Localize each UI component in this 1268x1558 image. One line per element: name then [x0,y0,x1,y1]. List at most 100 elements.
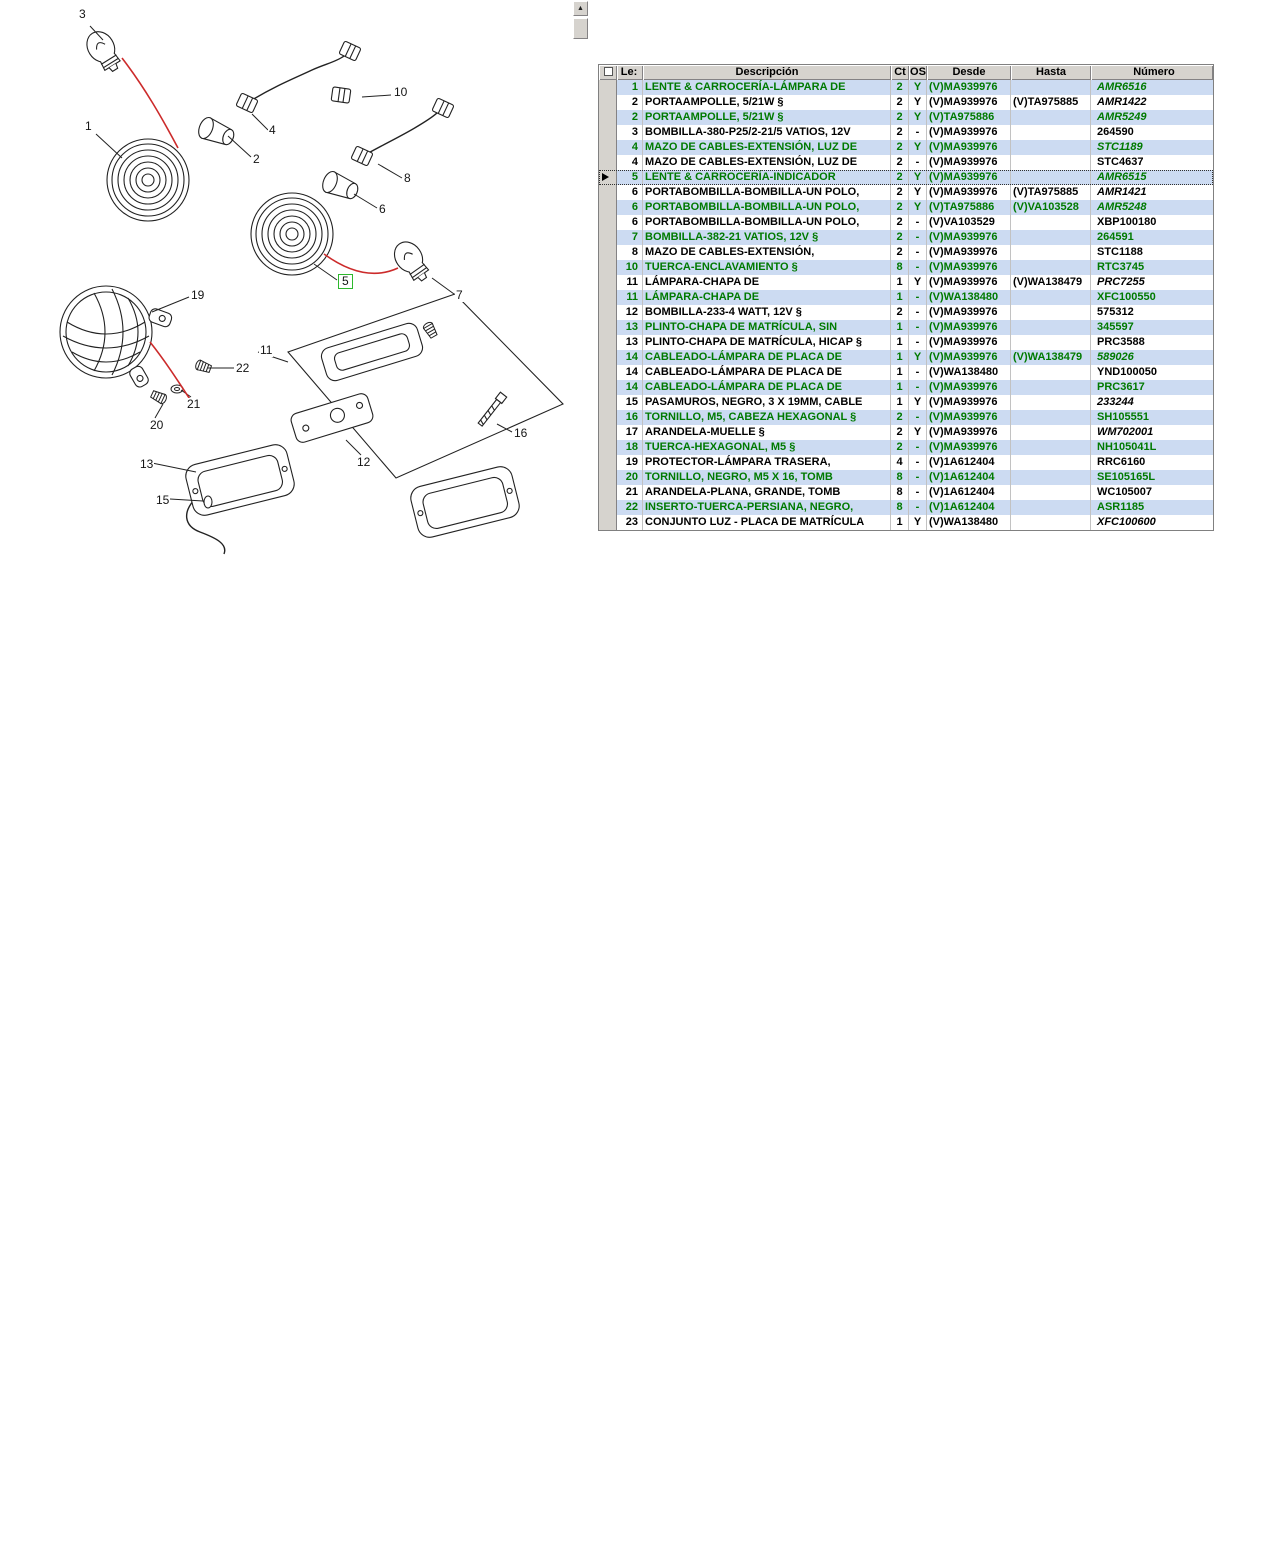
table-row[interactable]: 12 BOMBILLA-233-4 WATT, 12V § 2 - (V)MA9… [599,305,1213,320]
cell-to [1011,260,1091,275]
row-selector[interactable] [599,260,617,275]
table-row[interactable]: 21 ARANDELA-PLANA, GRANDE, TOMB 8 - (V)1… [599,485,1213,500]
row-selector[interactable] [599,155,617,170]
callout-16[interactable]: 16 [513,426,529,440]
header-number[interactable]: Número [1091,65,1213,80]
table-row[interactable]: 23 CONJUNTO LUZ - PLACA DE MATRÍCULA 1 Y… [599,515,1213,530]
cell-description: PLINTO-CHAPA DE MATRÍCULA, HICAP § [643,335,891,350]
cell-from: (V)MA939976 [927,305,1011,320]
select-all-cell[interactable] [599,65,617,80]
row-selector[interactable] [599,455,617,470]
row-selector[interactable] [599,230,617,245]
table-row[interactable]: 17 ARANDELA-MUELLE § 2 Y (V)MA939976 WM7… [599,425,1213,440]
cell-qty: 4 [891,455,909,470]
table-row[interactable]: 7 BOMBILLA-382-21 VATIOS, 12V § 2 - (V)M… [599,230,1213,245]
row-selector[interactable] [599,200,617,215]
table-row[interactable]: 14 CABLEADO-LÁMPARA DE PLACA DE 1 - (V)W… [599,365,1213,380]
header-from[interactable]: Desde [927,65,1011,80]
table-row[interactable]: 4 MAZO DE CABLES-EXTENSIÓN, LUZ DE 2 Y (… [599,140,1213,155]
row-selector[interactable] [599,185,617,200]
row-selector[interactable] [599,245,617,260]
row-selector[interactable] [599,170,617,185]
table-row[interactable]: 6 PORTABOMBILLA-BOMBILLA-UN POLO, 2 Y (V… [599,200,1213,215]
callout-3[interactable]: 3 [78,7,87,21]
callout-6[interactable]: 6 [378,202,387,216]
row-selector[interactable] [599,380,617,395]
callout-1[interactable]: 1 [84,119,93,133]
row-selector[interactable] [599,365,617,380]
callout-12[interactable]: 12 [356,455,372,469]
row-selector[interactable] [599,425,617,440]
row-selector[interactable] [599,80,617,95]
callout-21[interactable]: 21 [186,397,202,411]
table-row[interactable]: 2 PORTAAMPOLLE, 5/21W § 2 Y (V)TA975886 … [599,110,1213,125]
table-row[interactable]: 13 PLINTO-CHAPA DE MATRÍCULA, SIN 1 - (V… [599,320,1213,335]
table-row[interactable]: 6 PORTABOMBILLA-BOMBILLA-UN POLO, 2 Y (V… [599,185,1213,200]
table-row[interactable]: 4 MAZO DE CABLES-EXTENSIÓN, LUZ DE 2 - (… [599,155,1213,170]
row-selector[interactable] [599,290,617,305]
row-selector[interactable] [599,515,617,530]
row-selector[interactable] [599,485,617,500]
row-selector[interactable] [599,95,617,110]
scroll-up-button[interactable]: ▲ [573,1,588,16]
table-row[interactable]: 3 BOMBILLA-380-P25/2-21/5 VATIOS, 12V 2 … [599,125,1213,140]
callout-7[interactable]: 7 [455,288,464,302]
row-selector[interactable] [599,140,617,155]
row-selector[interactable] [599,215,617,230]
cell-legend: 8 [617,245,643,260]
table-row[interactable]: 14 CABLEADO-LÁMPARA DE PLACA DE 1 - (V)M… [599,380,1213,395]
row-selector[interactable] [599,395,617,410]
row-selector[interactable] [599,500,617,515]
row-selector[interactable] [599,470,617,485]
table-row[interactable]: 6 PORTABOMBILLA-BOMBILLA-UN POLO, 2 - (V… [599,215,1213,230]
table-row[interactable]: 10 TUERCA-ENCLAVAMIENTO § 8 - (V)MA93997… [599,260,1213,275]
callout-4[interactable]: 4 [268,123,277,137]
callout-22[interactable]: 22 [235,361,251,375]
select-all-checkbox[interactable] [603,67,613,76]
scrollbar-thumb[interactable] [573,18,588,39]
row-selector[interactable] [599,440,617,455]
row-selector[interactable] [599,305,617,320]
table-row[interactable]: 15 PASAMUROS, NEGRO, 3 X 19MM, CABLE 1 Y… [599,395,1213,410]
callout-2[interactable]: 2 [252,152,261,166]
table-row[interactable]: 1 LENTE & CARROCERÍA-LÁMPARA DE 2 Y (V)M… [599,80,1213,95]
table-row[interactable]: 16 TORNILLO, M5, CABEZA HEXAGONAL § 2 - … [599,410,1213,425]
row-selector[interactable] [599,110,617,125]
callout-8[interactable]: 8 [403,171,412,185]
table-row[interactable]: 5 LENTE & CARROCERÍA-INDICADOR 2 Y (V)MA… [599,170,1213,185]
table-row[interactable]: 13 PLINTO-CHAPA DE MATRÍCULA, HICAP § 1 … [599,335,1213,350]
callout-5[interactable]: 5 [338,274,353,289]
row-selector[interactable] [599,125,617,140]
callout-20[interactable]: 20 [149,418,165,432]
callout-11[interactable]: 11 [259,343,274,357]
callout-13[interactable]: 13 [139,457,155,471]
cell-to [1011,365,1091,380]
table-row[interactable]: 11 LÁMPARA-CHAPA DE 1 - (V)WA138480 XFC1… [599,290,1213,305]
row-selector[interactable] [599,320,617,335]
table-row[interactable]: 20 TORNILLO, NEGRO, M5 X 16, TOMB 8 - (V… [599,470,1213,485]
table-row[interactable]: 14 CABLEADO-LÁMPARA DE PLACA DE 1 Y (V)M… [599,350,1213,365]
vertical-scrollbar[interactable]: ▲ [573,1,588,531]
table-row[interactable]: 18 TUERCA-HEXAGONAL, M5 § 2 - (V)MA93997… [599,440,1213,455]
table-row[interactable]: 11 LÁMPARA-CHAPA DE 1 Y (V)MA939976 (V)W… [599,275,1213,290]
cell-number: RTC3745 [1097,261,1145,273]
header-flag[interactable]: OS [909,65,927,80]
table-row[interactable]: 8 MAZO DE CABLES-EXTENSIÓN, 2 - (V)MA939… [599,245,1213,260]
cell-legend: 18 [617,440,643,455]
callout-15[interactable]: 15 [155,493,171,507]
table-row[interactable]: 2 PORTAAMPOLLE, 5/21W § 2 Y (V)MA939976 … [599,95,1213,110]
cell-number: XBP100180 [1097,216,1157,228]
row-selector[interactable] [599,350,617,365]
header-description[interactable]: Descripción [643,65,891,80]
header-to[interactable]: Hasta [1011,65,1091,80]
row-selector[interactable] [599,275,617,290]
cell-flag: - [909,410,927,425]
header-qty[interactable]: Ct [891,65,909,80]
callout-10[interactable]: 10 [393,85,409,99]
callout-19[interactable]: 19 [190,288,206,302]
table-row[interactable]: 22 INSERTO-TUERCA-PERSIANA, NEGRO, 8 - (… [599,500,1213,515]
row-selector[interactable] [599,410,617,425]
row-selector[interactable] [599,335,617,350]
header-legend[interactable]: Le: [617,65,643,80]
table-row[interactable]: 19 PROTECTOR-LÁMPARA TRASERA, 4 - (V)1A6… [599,455,1213,470]
